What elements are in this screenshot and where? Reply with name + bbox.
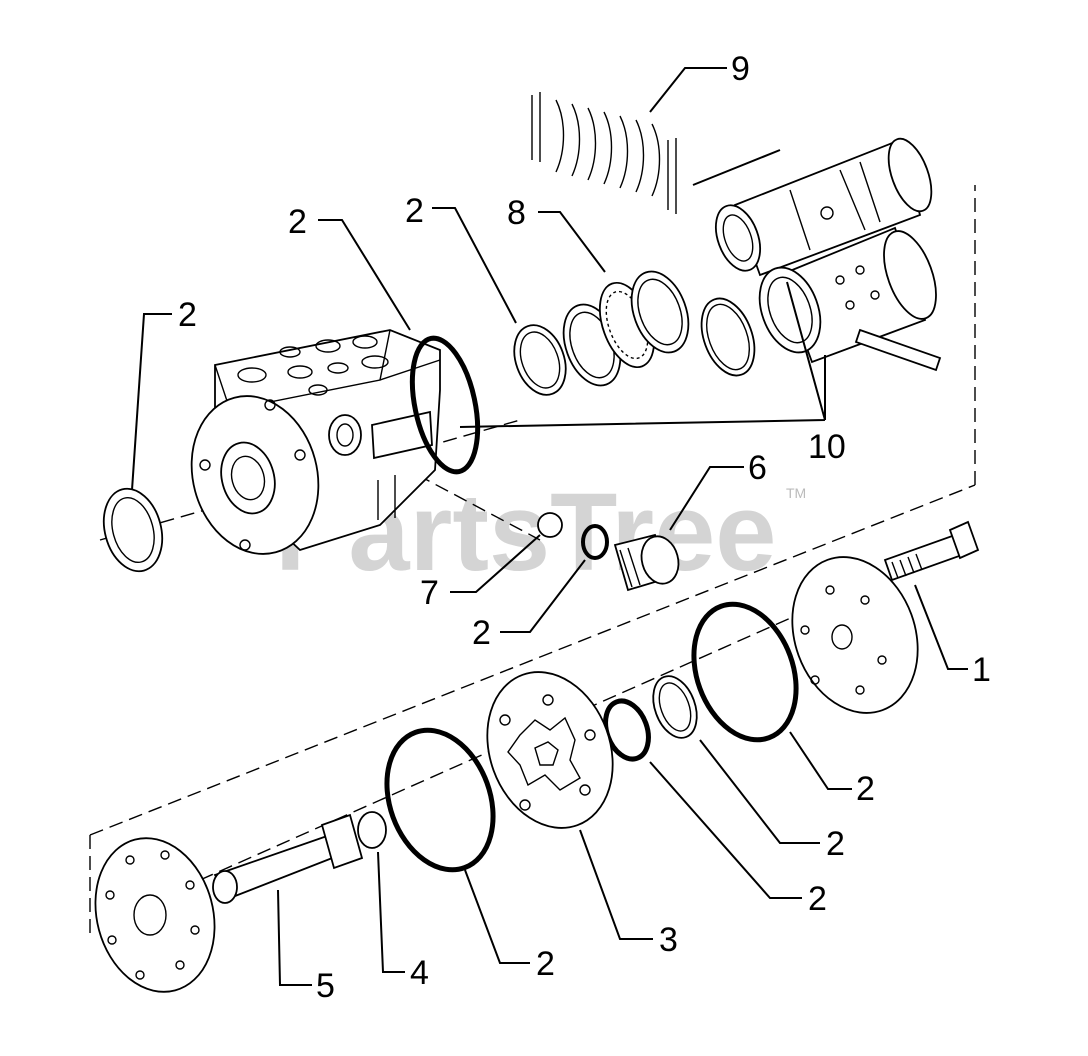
large-o-ring (691, 601, 799, 743)
check-valve-plug (613, 533, 680, 592)
callout-2-seal: 2 (405, 192, 424, 230)
callout-labels: 9 8 2 2 2 10 6 7 2 1 2 2 2 3 2 4 5 (178, 50, 991, 1005)
callout-10: 10 (808, 428, 846, 466)
callout-1: 1 (972, 651, 991, 689)
cap-screw (883, 520, 980, 582)
leader-lines (131, 67, 968, 986)
control-sleeve (758, 226, 942, 372)
drive-shaft (212, 813, 364, 904)
callout-5: 5 (316, 967, 335, 1005)
watermark-trademark: TM (786, 485, 806, 501)
callout-8: 8 (507, 194, 526, 232)
plug-o-ring (581, 524, 609, 560)
callout-3: 3 (659, 921, 678, 959)
port-face-plate (94, 837, 216, 993)
callout-4: 4 (410, 954, 429, 992)
callout-9: 9 (731, 50, 750, 88)
left-seal-ring (102, 487, 164, 573)
gerotor-o-ring (384, 727, 496, 873)
seal-ring-pair (513, 324, 567, 396)
retaining-ring (700, 297, 756, 377)
end-cap (791, 556, 919, 714)
callout-2-large-ring: 2 (856, 770, 875, 808)
centering-springs (531, 92, 677, 214)
spacer (357, 811, 387, 849)
callout-2-body: 2 (288, 203, 307, 241)
gerotor-set (486, 671, 614, 829)
callout-6: 6 (748, 449, 767, 487)
callout-2-gerotor-ring: 2 (536, 945, 555, 983)
housing-o-ring (409, 335, 481, 475)
control-spool (692, 137, 933, 277)
callout-2-left: 2 (178, 296, 197, 334)
callout-2-tiny-ring: 2 (808, 880, 827, 918)
callout-2-plug: 2 (472, 614, 491, 652)
thrust-bearing-assembly (562, 270, 690, 387)
callout-2-small-ring: 2 (826, 825, 845, 863)
spacer-ring (652, 675, 698, 739)
callout-7: 7 (420, 574, 439, 612)
check-ball (537, 512, 563, 538)
